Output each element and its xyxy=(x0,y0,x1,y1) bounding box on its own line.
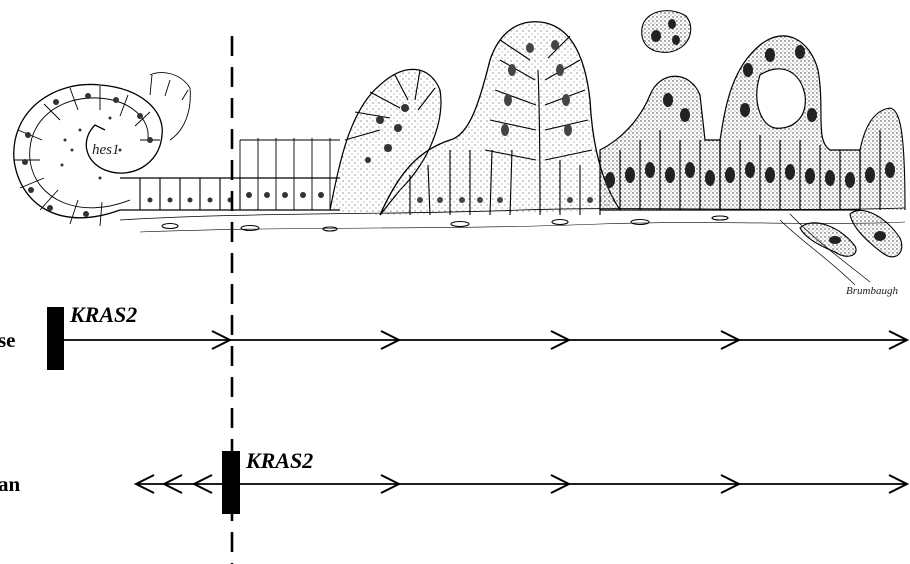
human-kras2-marker-icon xyxy=(222,451,240,514)
epithelium-illustration xyxy=(14,11,905,285)
invading-cells xyxy=(800,210,902,256)
hes1-label: hes1 xyxy=(92,142,120,158)
detached-cell-cluster xyxy=(642,11,691,53)
mouse-kras2-marker-icon xyxy=(47,307,64,370)
dysplastic-epithelium xyxy=(600,36,905,210)
mouse-gene-label: KRAS2 xyxy=(69,302,137,327)
stroma xyxy=(120,208,905,285)
human-gene-label: KRAS2 xyxy=(245,448,313,473)
timeline-row-mouse xyxy=(47,307,907,370)
flat-epithelium xyxy=(120,138,340,210)
artist-signature: Brumbaugh xyxy=(846,285,898,297)
mouse-row-label: se xyxy=(0,328,16,352)
human-row-label: an xyxy=(0,472,21,496)
